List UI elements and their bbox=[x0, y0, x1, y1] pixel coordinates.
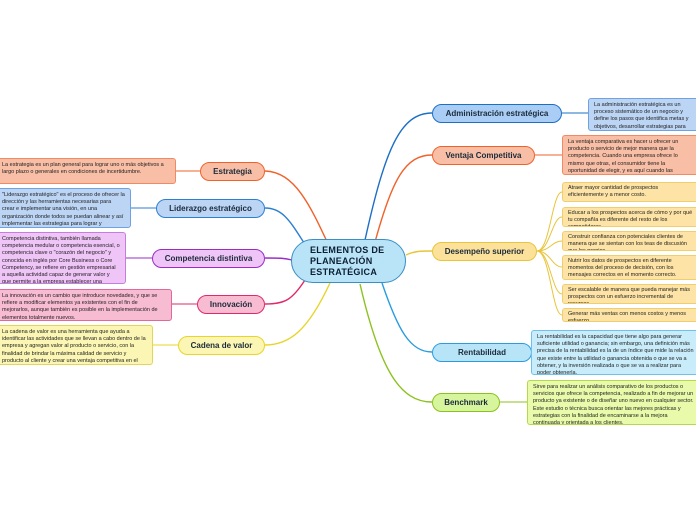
topic-innovacion[interactable]: Innovación bbox=[197, 295, 265, 314]
connector-benchmark bbox=[359, 283, 433, 403]
competencia-note: Competencia distintiva, también llamada … bbox=[0, 232, 126, 284]
desempeno-subnote-1-text: Atraer mayor cantidad de prospectos efic… bbox=[568, 185, 659, 199]
topic-cadena-de-valor[interactable]: Cadena de valor bbox=[178, 336, 265, 355]
cadena-note: La cadena de valor es una herramienta qu… bbox=[0, 325, 153, 365]
benchmark-note: Sirve para realizar un análisis comparat… bbox=[527, 380, 696, 425]
central-topic-line-2: PLANEACIÓN bbox=[310, 256, 373, 266]
rentabilidad-note-text: La rentabilidad es la capacidad que tien… bbox=[537, 334, 694, 375]
innovacion-note: La innovación es un cambio que introduce… bbox=[0, 289, 172, 321]
topic-benchmark-label: Benchmark bbox=[444, 398, 488, 407]
topic-estrategia-label: Estrategia bbox=[213, 167, 252, 176]
topic-administracion-label: Administración estratégica bbox=[445, 109, 549, 118]
connector-rentabilidad bbox=[381, 282, 433, 353]
desempeno-subnote-3-text: Construir confianza con potenciales clie… bbox=[568, 234, 687, 250]
connector-desempeno bbox=[405, 250, 433, 256]
topic-liderazgo-label: Liderazgo estratégico bbox=[169, 204, 252, 213]
desempeno-subnote-1: Atraer mayor cantidad de prospectos efic… bbox=[562, 182, 696, 202]
desempeno-subnote-3: Construir confianza con potenciales clie… bbox=[562, 231, 696, 251]
desempeno-subnote-4-text: Nutrir los datos de prospectos en difere… bbox=[568, 258, 677, 279]
topic-desempeno-label: Desempeño superior bbox=[444, 247, 525, 256]
ventaja-note: La ventaja comparativa es hacer u ofrece… bbox=[562, 135, 696, 175]
topic-cadena-label: Cadena de valor bbox=[190, 341, 253, 350]
connector-cadena bbox=[264, 282, 331, 346]
desempeno-subnote-6-text: Generar más ventas con menos costos y me… bbox=[568, 311, 686, 322]
topic-competencia-distintiva[interactable]: Competencia distintiva bbox=[152, 249, 265, 268]
connector-ventaja bbox=[374, 154, 433, 243]
topic-benchmark[interactable]: Benchmark bbox=[432, 393, 500, 412]
desempeno-subnote-2-text: Educar a los prospectos acerca de cómo y… bbox=[568, 210, 693, 226]
innovacion-note-text: La innovación es un cambio que introduce… bbox=[2, 293, 158, 321]
desempeno-subnote-4: Nutrir los datos de prospectos en difere… bbox=[562, 255, 696, 280]
central-topic[interactable]: ELEMENTOS DE PLANEACIÓN ESTRATÉGICA bbox=[291, 239, 406, 283]
connector-estrategia bbox=[264, 170, 331, 249]
competencia-note-text: Competencia distintiva, también llamada … bbox=[2, 236, 120, 284]
central-topic-line-3: ESTRATÉGICA bbox=[310, 267, 378, 277]
topic-liderazgo-estrategico[interactable]: Liderazgo estratégico bbox=[156, 199, 265, 218]
liderazgo-note: "Liderazgo estratégico" es el proceso de… bbox=[0, 188, 131, 228]
central-topic-line-1: ELEMENTOS DE bbox=[310, 245, 385, 255]
liderazgo-note-text: "Liderazgo estratégico" es el proceso de… bbox=[2, 192, 125, 227]
estrategia-note-text: La estrategia es un plan general para lo… bbox=[2, 162, 164, 176]
desempeno-subnote-5-text: Ser escalable de manera que pueda maneja… bbox=[568, 287, 690, 303]
topic-innovacion-label: Innovación bbox=[209, 300, 253, 309]
topic-ventaja-competitiva[interactable]: Ventaja Competitiva bbox=[432, 146, 535, 165]
desempeno-subnote-5: Ser escalable de manera que pueda maneja… bbox=[562, 284, 696, 304]
connector-administracion bbox=[364, 112, 433, 241]
rentabilidad-note: La rentabilidad es la capacidad que tien… bbox=[531, 330, 696, 375]
desempeno-subnote-2: Educar a los prospectos acerca de cómo y… bbox=[562, 207, 696, 227]
connector-innovacion bbox=[264, 279, 306, 305]
topic-competencia-label: Competencia distintiva bbox=[164, 254, 253, 263]
desempeno-subnote-6: Generar más ventas con menos costos y me… bbox=[562, 308, 696, 322]
estrategia-note: La estrategia es un plan general para lo… bbox=[0, 158, 176, 184]
topic-estrategia[interactable]: Estrategia bbox=[200, 162, 265, 181]
benchmark-note-text: Sirve para realizar un análisis comparat… bbox=[533, 384, 694, 425]
topic-rentabilidad-label: Rentabilidad bbox=[457, 348, 506, 357]
topic-desempeno-superior[interactable]: Desempeño superior bbox=[432, 242, 537, 261]
ventaja-note-text: La ventaja comparativa es hacer u ofrece… bbox=[568, 139, 679, 174]
topic-ventaja-label: Ventaja Competitiva bbox=[445, 151, 522, 160]
administracion-note-text: La administración estratégica es un proc… bbox=[594, 102, 689, 130]
connector-competencia bbox=[264, 257, 293, 261]
topic-administracion-estrategica[interactable]: Administración estratégica bbox=[432, 104, 562, 123]
topic-rentabilidad[interactable]: Rentabilidad bbox=[432, 343, 532, 362]
administracion-note: La administración estratégica es un proc… bbox=[588, 98, 696, 131]
cadena-note-text: La cadena de valor es una herramienta qu… bbox=[2, 329, 146, 364]
